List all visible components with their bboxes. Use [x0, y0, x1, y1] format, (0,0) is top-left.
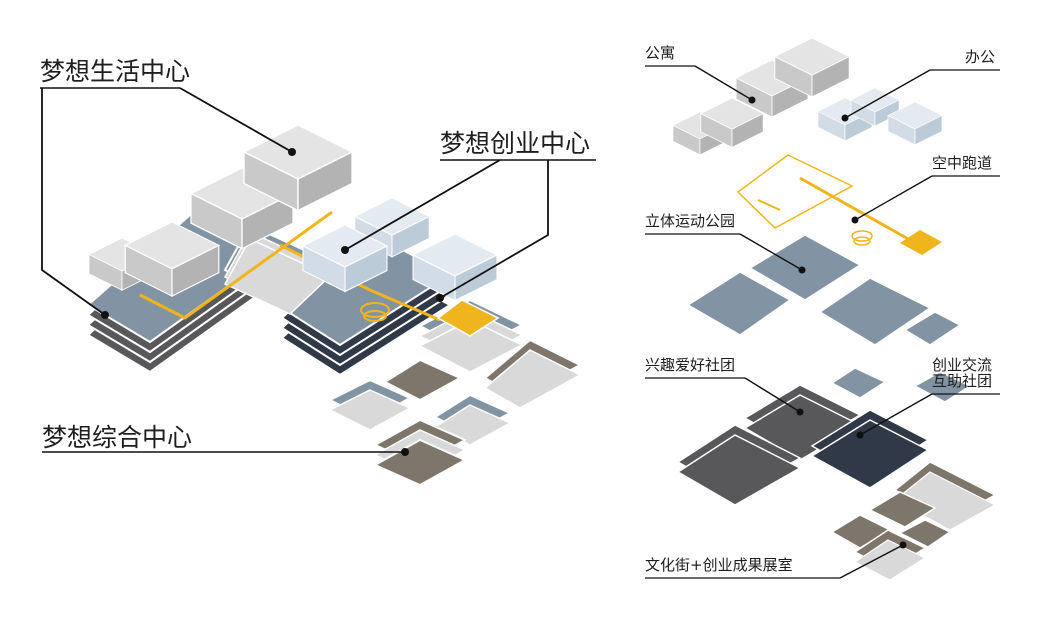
- exploded-culture-street: [830, 461, 997, 581]
- exploded-club-plates: [676, 367, 972, 506]
- label-interest-club: 兴趣爱好社团: [645, 356, 735, 374]
- label-sports-park: 立体运动公园: [645, 212, 735, 230]
- label-mutual-aid-club: 互助社团: [932, 372, 992, 390]
- exploded-sky-track: [736, 154, 942, 255]
- annotation-mutual-aid-club: 互助社团: [856, 372, 1000, 439]
- exploded-apartments: [672, 37, 850, 156]
- right-exploded-assembly: [672, 37, 997, 581]
- annotation-apartment: 公寓: [645, 44, 756, 104]
- label-apartment: 公寓: [645, 44, 675, 62]
- annotation-interest-club: 兴趣爱好社团: [645, 356, 804, 416]
- complex-center-plates: [327, 298, 583, 487]
- annotation-sky-track: 空中跑道: [851, 154, 1000, 224]
- annotation-culture-street: 文化街+创业成果展室: [645, 541, 907, 579]
- annotation-dream-startup-center: 梦想创业中心: [341, 129, 596, 302]
- annotation-dream-complex-center: 梦想综合中心: [42, 423, 409, 456]
- label-dream-startup-center: 梦想创业中心: [440, 129, 590, 158]
- exploded-offices: [817, 87, 943, 146]
- label-dream-life-center: 梦想生活中心: [40, 57, 190, 86]
- label-culture-street: 文化街+创业成果展室: [645, 556, 793, 574]
- left-axonometric-assembly: [86, 124, 583, 487]
- annotation-office: 办公: [841, 48, 1000, 122]
- annotation-startup-exchange: 创业交流: [932, 356, 992, 374]
- label-startup-exchange: 创业交流: [932, 356, 992, 374]
- label-office: 办公: [965, 48, 995, 66]
- annotation-sports-park: 立体运动公园: [645, 212, 806, 274]
- exploded-sports-park: [686, 234, 962, 346]
- label-dream-complex-center: 梦想综合中心: [42, 423, 192, 452]
- annotation-dream-life-center: 梦想生活中心: [40, 57, 296, 319]
- label-sky-track: 空中跑道: [932, 154, 992, 172]
